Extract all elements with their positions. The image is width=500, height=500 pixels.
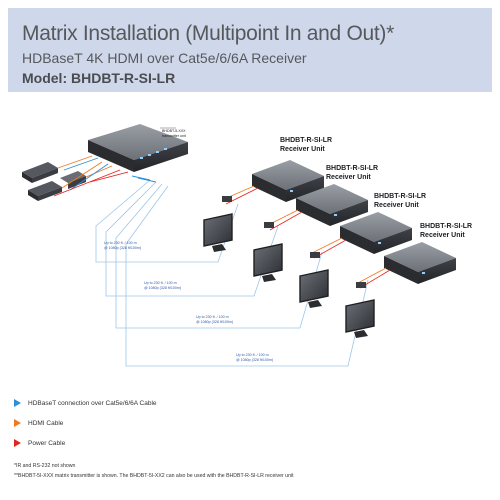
cable-length-3-line1: Up to 230 ft. / 100 m	[196, 315, 229, 319]
receiver-4-adapter	[356, 282, 366, 288]
receiver-2-label-unit: Receiver Unit	[326, 174, 371, 181]
hdmi-cable	[85, 165, 113, 178]
legend-hdbaset-text: HDBaseT connection over Cat5e/6/6A Cable	[28, 399, 157, 407]
hdmi-cable	[61, 161, 103, 189]
hdbaset-run-4	[125, 185, 369, 367]
matrix-transmitter-unit: BHDBT-5-XXX transmitter unit	[88, 124, 188, 172]
display-1	[203, 213, 233, 252]
cable-length-1-line1: Up to 230 ft. / 100 m	[104, 241, 137, 245]
legend-hdbaset: HDBaseT connection over Cat5e/6/6A Cable	[14, 398, 157, 408]
hdbaset-run-1	[95, 179, 239, 263]
power-cable	[53, 169, 121, 197]
cable-length-4-line1: Up to 230 ft. / 100 m	[236, 353, 269, 357]
display-2	[253, 243, 283, 282]
legend-hdmi: HDMI Cable	[14, 418, 63, 428]
legend-power: Power Cable	[14, 438, 65, 448]
receiver-4-label-model: BHDBT-R-SI-LR	[420, 223, 472, 230]
receiver-3-label-model: BHDBT-R-SI-LR	[374, 193, 426, 200]
receiver-unit-3	[340, 212, 412, 254]
orange-arrow-icon	[14, 419, 21, 427]
matrix-label-line1: BHDBT-5-XXX	[162, 129, 186, 133]
cable-length-labels: Up to 230 ft. / 100 m @ 1080p (328 ft/10…	[104, 241, 273, 362]
source-device-3	[60, 171, 86, 183]
legend-hdmi-text: HDMI Cable	[28, 419, 64, 427]
matrix-label-line2: transmitter unit	[162, 134, 186, 138]
hdbaset-cable	[131, 175, 151, 181]
receiver-unit-4	[384, 242, 456, 284]
receiver-3-cables	[309, 237, 343, 255]
model-number: Model: BHDBT-R-SI-LR	[22, 70, 176, 86]
receiver-unit-1	[252, 160, 324, 202]
cable-length-2-line1: Up to 230 ft. / 100 m	[144, 281, 177, 285]
receiver-4-cables	[355, 267, 387, 285]
cable-length-1-line2: @ 1080p (328 ft/100m)	[104, 246, 141, 250]
receiver-4-label-unit: Receiver Unit	[420, 232, 465, 239]
power-cable	[89, 171, 129, 183]
hdbaset-cable	[137, 177, 157, 183]
receiver-2-label-model: BHDBT-R-SI-LR	[326, 165, 378, 172]
hdbaset-cable	[63, 157, 99, 171]
display-3	[299, 269, 329, 308]
footnote-ir: *IR and RS-232 not shown	[14, 463, 76, 469]
matrix-input-cables	[53, 155, 157, 197]
source-device-2	[28, 181, 62, 196]
display-4	[345, 299, 375, 338]
receiver-3-label-unit: Receiver Unit	[374, 202, 419, 209]
receiver-3-adapter	[310, 252, 320, 258]
page-title: Matrix Installation (Multipoint In and O…	[22, 22, 394, 45]
blue-arrow-icon	[14, 399, 21, 407]
hdmi-cable	[57, 155, 93, 169]
cable-length-4-line2: @ 1080p (328 ft/100m)	[236, 358, 273, 362]
hdbaset-cable	[69, 163, 109, 191]
hdbaset-run-3	[115, 183, 323, 329]
receiver-unit-2	[296, 184, 368, 226]
footnote-matrix-note: **BHDBT-5I-XXX matrix transmitter is sho…	[14, 473, 294, 479]
source-devices	[22, 162, 86, 201]
cable-length-3-line2: @ 1080p (328 ft/100m)	[196, 320, 233, 324]
source-device-1	[22, 162, 58, 178]
receiver-1-label-model: BHDBT-R-SI-LR	[280, 137, 332, 144]
page-subtitle: HDBaseT 4K HDMI over Cat5e/6/6A Receiver	[22, 50, 307, 66]
header-band: Matrix Installation (Multipoint In and O…	[8, 8, 492, 92]
receiver-1-adapter	[222, 196, 232, 202]
red-arrow-icon	[14, 439, 21, 447]
cable-length-2-line2: @ 1080p (328 ft/100m)	[144, 286, 181, 290]
hdbaset-run-2	[105, 181, 279, 297]
legend-power-text: Power Cable	[28, 439, 66, 447]
receiver-2-adapter	[264, 222, 274, 228]
receiver-1-label-unit: Receiver Unit	[280, 146, 325, 153]
